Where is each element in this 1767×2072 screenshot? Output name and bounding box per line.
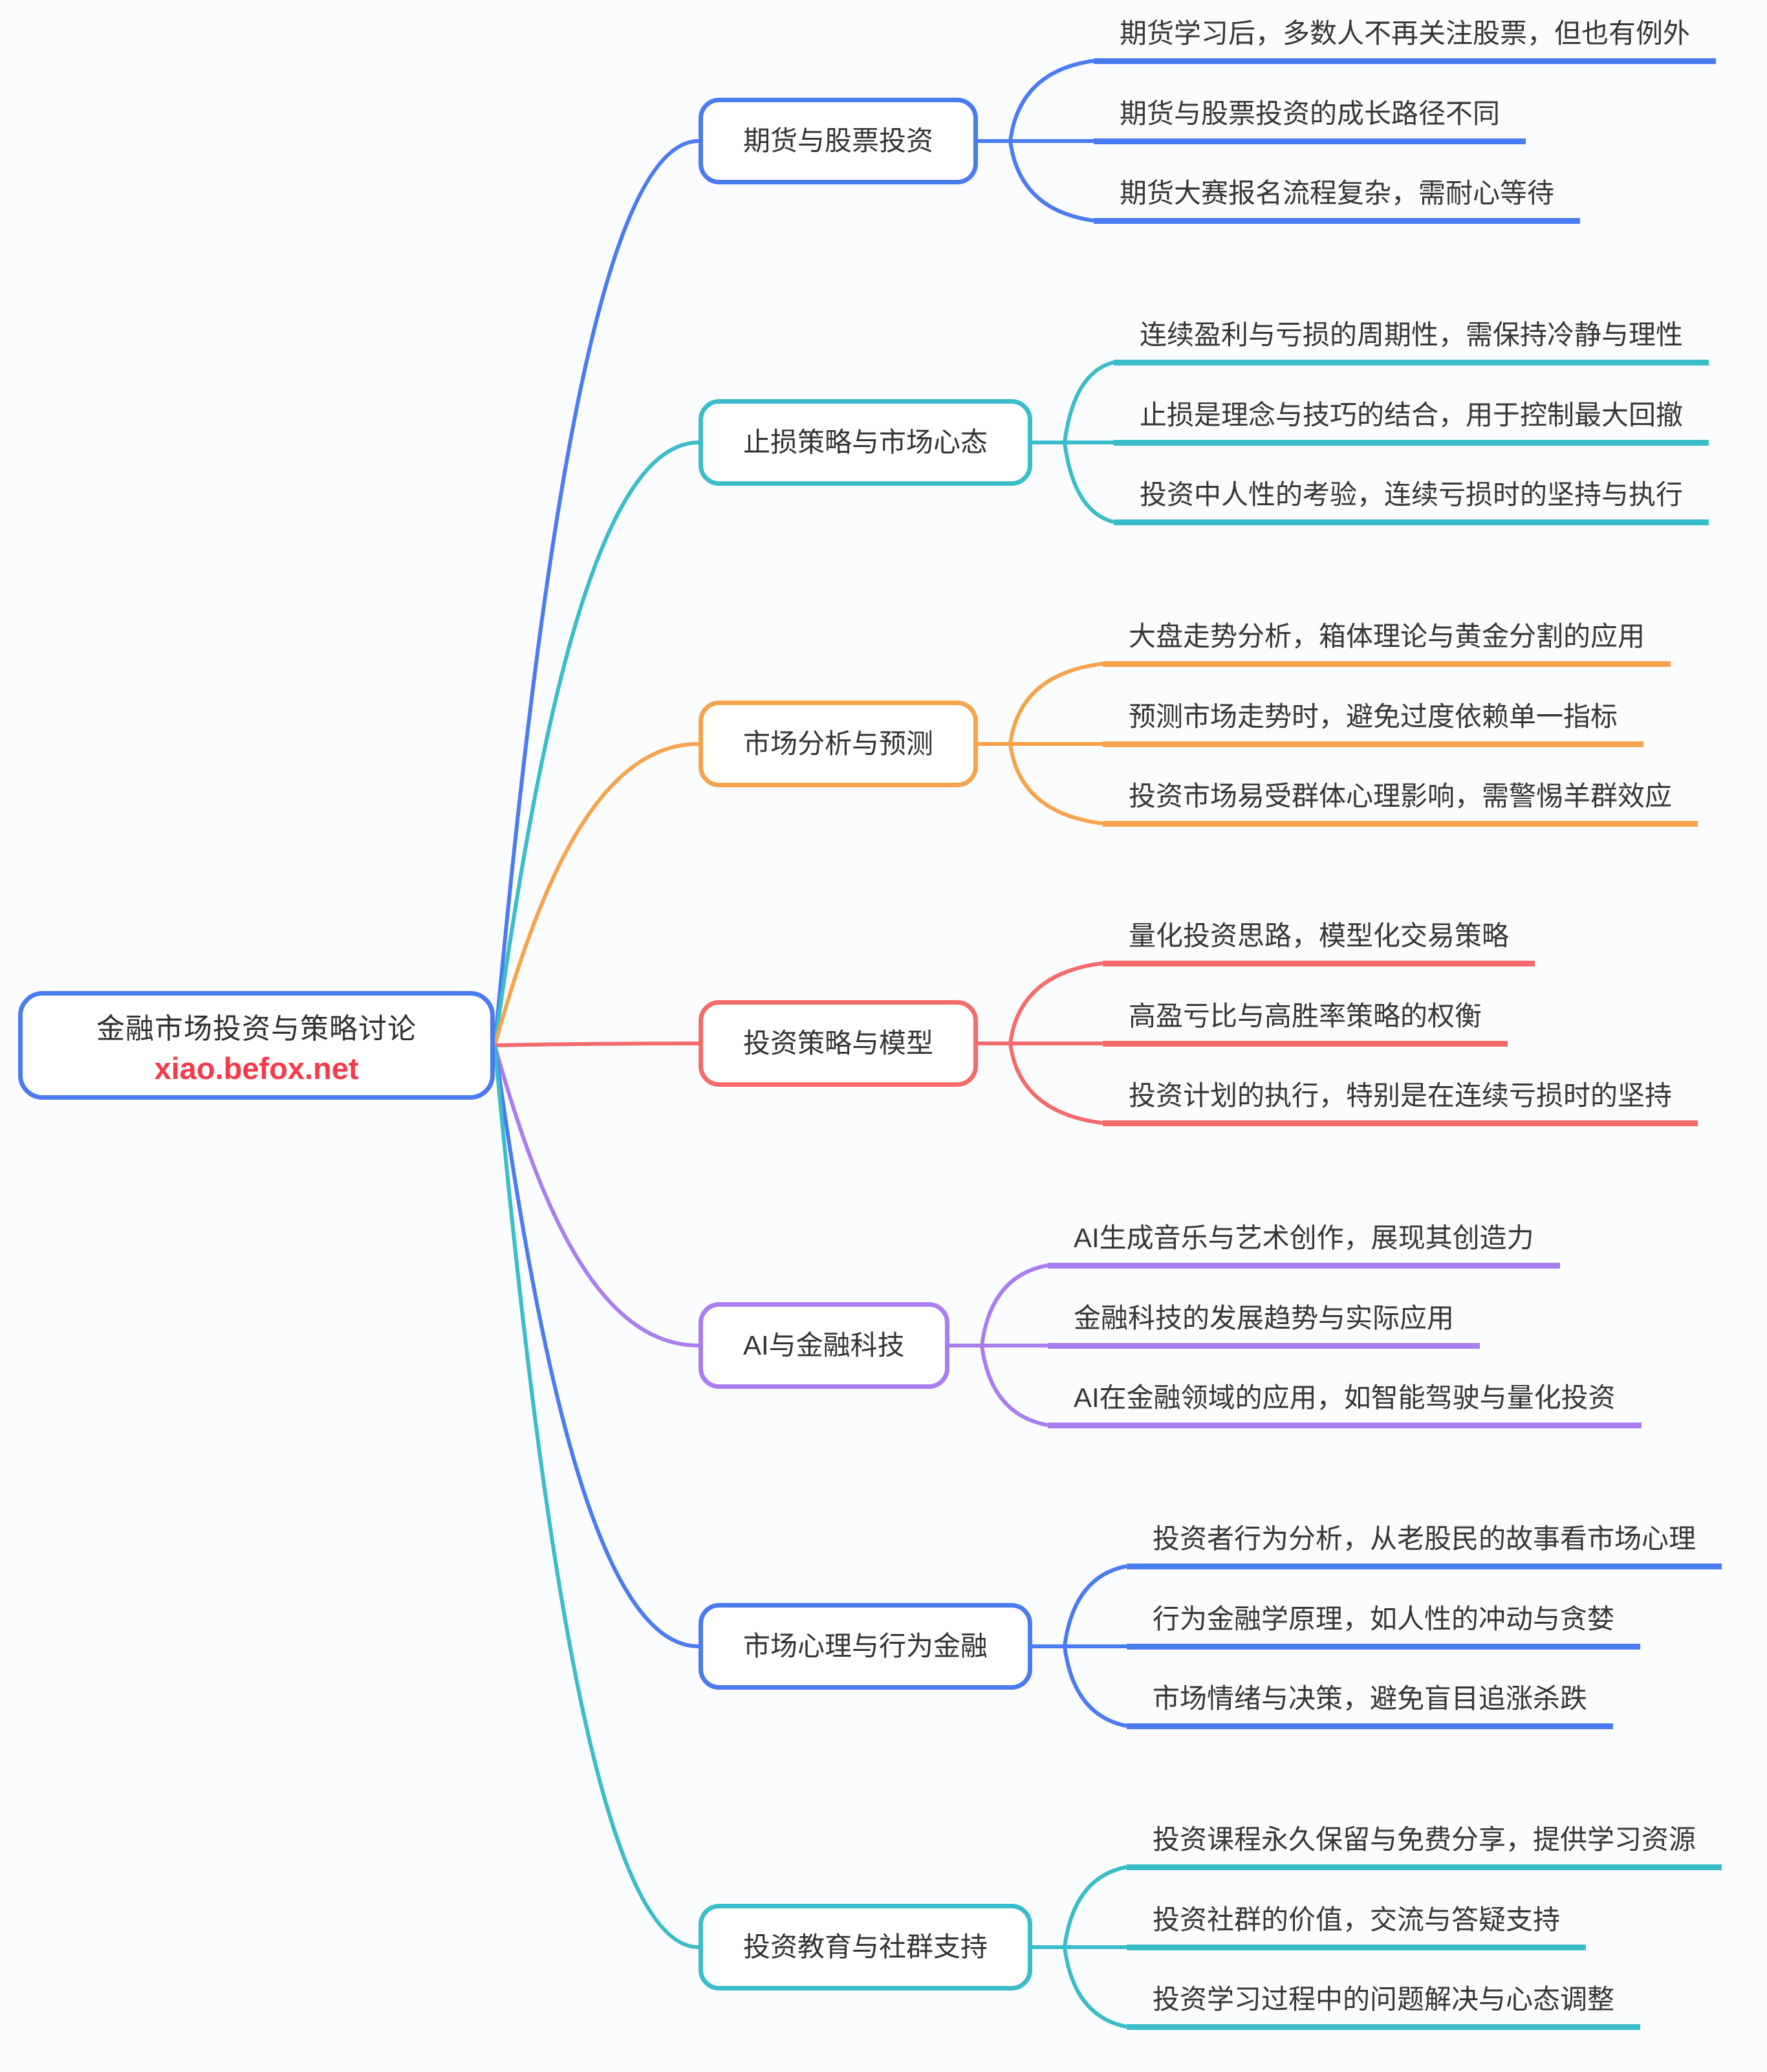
leaf-node[interactable]: 连续盈利与亏损的周期性，需保持冷静与理性 [1114, 320, 1709, 365]
branch-curve [493, 139, 699, 1046]
branch-topic-behavioral-finance[interactable]: 市场心理与行为金融 [699, 1603, 1033, 1690]
leaf-curve-top [1008, 662, 1103, 745]
branch-topic-futures-vs-stocks[interactable]: 期货与股票投资 [699, 98, 979, 184]
leaf-node[interactable]: 投资课程永久保留与免费分享，提供学习资源 [1127, 1824, 1722, 1870]
branch-topic-strategy-models[interactable]: 投资策略与模型 [699, 1000, 979, 1087]
branch-curve [493, 441, 699, 1046]
leaf-curve-top [1063, 1564, 1127, 1647]
branch-topic-ai-fintech[interactable]: AI与金融科技 [699, 1302, 949, 1389]
leaf-curve-bottom [1063, 1947, 1127, 2029]
central-topic-title: 金融市场投资与策略讨论 [96, 1012, 417, 1045]
central-topic[interactable]: 金融市场投资与策略讨论 xiao.befox.net [18, 991, 495, 1100]
leaf-curve-bottom [980, 1345, 1048, 1427]
leaf-curve-top [1063, 1865, 1127, 1948]
leaf-node[interactable]: 市场情绪与决策，避免盲目追涨杀跌 [1127, 1683, 1614, 1729]
branch-curve [493, 742, 699, 1046]
leaf-node[interactable]: AI在金融领域的应用，如智能驾驶与量化投资 [1048, 1382, 1642, 1428]
leaf-curve-bottom [1063, 442, 1114, 524]
leaf-node[interactable]: 大盘走势分析，箱体理论与黄金分割的应用 [1103, 621, 1671, 667]
branch-curve [493, 1045, 699, 1949]
leaf-node[interactable]: 期货学习后，多数人不再关注股票，但也有例外 [1094, 18, 1717, 64]
leaf-node[interactable]: 行为金融学原理，如人性的冲动与贪婪 [1127, 1604, 1641, 1650]
leaf-node[interactable]: 投资市场易受群体心理影响，需警惕羊群效应 [1103, 781, 1698, 827]
leaf-curve-bottom [1063, 1646, 1127, 1728]
branch-topic-stoploss-mentality[interactable]: 止损策略与市场心态 [699, 399, 1033, 486]
leaf-node[interactable]: AI生成音乐与艺术创作，展现其创造力 [1048, 1223, 1560, 1269]
watermark-url: xiao.befox.net [154, 1051, 359, 1085]
leaf-node[interactable]: 止损是理念与技巧的结合，用于控制最大回撤 [1114, 400, 1709, 446]
leaf-curve-bottom [1008, 140, 1094, 223]
leaf-node[interactable]: 投资学习过程中的问题解决与心态调整 [1127, 1984, 1641, 2030]
leaf-curve-top [1063, 360, 1114, 443]
leaf-node[interactable]: 投资社群的价值，交流与答疑支持 [1127, 1904, 1587, 1950]
leaf-node[interactable]: 投资中人性的考验，连续亏损时的坚持与执行 [1114, 479, 1709, 525]
branch-topic-education-community[interactable]: 投资教育与社群支持 [699, 1904, 1033, 1990]
branch-curve [493, 1045, 699, 1648]
leaf-node[interactable]: 预测市场走势时，避免过度依赖单一指标 [1103, 701, 1644, 747]
leaf-curve-bottom [1008, 743, 1103, 825]
leaf-curve-top [1008, 59, 1094, 142]
leaf-curve-top [980, 1263, 1048, 1346]
leaf-node[interactable]: 期货大赛报名流程复杂，需耐心等待 [1094, 178, 1581, 224]
branch-topic-market-analysis[interactable]: 市场分析与预测 [699, 701, 979, 787]
leaf-curve-bottom [1008, 1043, 1103, 1125]
branch-curve [494, 1041, 699, 1047]
leaf-node[interactable]: 期货与股票投资的成长路径不同 [1094, 98, 1526, 144]
leaf-node[interactable]: 投资计划的执行，特别是在连续亏损时的坚持 [1103, 1080, 1698, 1126]
leaf-node[interactable]: 高盈亏比与高胜率策略的权衡 [1103, 1001, 1508, 1047]
leaf-node[interactable]: 金融科技的发展趋势与实际应用 [1048, 1303, 1480, 1349]
branch-curve [493, 1045, 699, 1347]
leaf-curve-top [1008, 961, 1103, 1044]
leaf-node[interactable]: 投资者行为分析，从老股民的故事看市场心理 [1127, 1523, 1722, 1569]
leaf-node[interactable]: 量化投资思路，模型化交易策略 [1103, 921, 1535, 966]
